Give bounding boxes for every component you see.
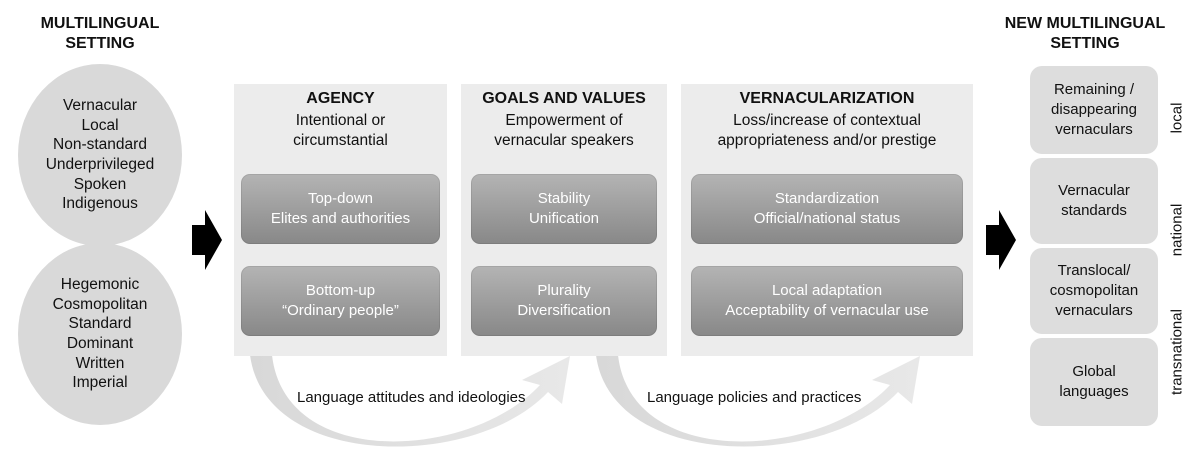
- pill-line: Local adaptation: [771, 282, 883, 299]
- circle-bottom-line: Written: [75, 354, 125, 372]
- pill-top-down: Top-down Elites and authorities: [241, 174, 440, 244]
- circle-top-line: Spoken: [73, 175, 127, 193]
- box-line: vernaculars: [1055, 302, 1133, 319]
- circle-hegemonic: Hegemonic Cosmopolitan Standard Dominant…: [18, 243, 182, 425]
- pill-line: Unification: [528, 210, 600, 227]
- pill-line: Official/national status: [753, 210, 901, 227]
- block-arrow-right: [986, 210, 1016, 270]
- pill-local-adaptation: Local adaptation Acceptability of vernac…: [691, 266, 963, 336]
- panel-title: VERNACULARIZATION: [739, 90, 915, 107]
- circle-bottom-line: Cosmopolitan: [52, 295, 148, 313]
- panel-goals-values: GOALS AND VALUES Empowerment of vernacul…: [461, 84, 667, 356]
- panel-subtitle-line: Loss/increase of contextual: [733, 112, 921, 129]
- box-line: Remaining /: [1053, 81, 1135, 98]
- box-line: vernaculars: [1055, 121, 1133, 138]
- pill-plurality: Plurality Diversification: [471, 266, 657, 336]
- curved-arrow-2: [596, 355, 920, 447]
- pill-standardization: Standardization Official/national status: [691, 174, 963, 244]
- left-heading-line-2: SETTING: [65, 35, 135, 52]
- new-setting-box-translocal: Translocal/ cosmopolitan vernaculars: [1030, 248, 1158, 334]
- pill-line: “Ordinary people”: [282, 302, 399, 319]
- circle-top-line: Local: [81, 116, 119, 134]
- pill-line: Stability: [537, 190, 591, 207]
- curved-arrow-1: [250, 355, 570, 447]
- panel-subtitle: Loss/increase of contextual appropriaten…: [681, 111, 973, 151]
- panel-subtitle-line: circumstantial: [293, 132, 388, 149]
- new-setting-box-standards: Vernacular standards: [1030, 158, 1158, 244]
- circle-top-line: Non-standard: [53, 136, 147, 154]
- pill-line: Diversification: [517, 302, 611, 319]
- panel-vernacularization: VERNACULARIZATION Loss/increase of conte…: [681, 84, 973, 356]
- box-line: Global: [1072, 363, 1116, 380]
- left-heading: MULTILINGUAL SETTING: [20, 14, 180, 54]
- pill-line: Standardization: [774, 190, 880, 207]
- panel-subtitle-line: vernacular speakers: [494, 132, 634, 149]
- box-line: standards: [1061, 202, 1127, 219]
- circle-bottom-line: Standard: [68, 315, 132, 333]
- panel-subtitle-line: appropriateness and/or prestige: [717, 132, 937, 149]
- panel-title: GOALS AND VALUES: [482, 90, 646, 107]
- scale-label-local: local: [1168, 102, 1186, 134]
- new-setting-box-remaining: Remaining / disappearing vernaculars: [1030, 66, 1158, 154]
- scale-label-national: national: [1168, 203, 1186, 257]
- pill-line: Plurality: [537, 282, 591, 299]
- circle-bottom-line: Dominant: [66, 335, 134, 352]
- pill-line: Bottom-up: [305, 282, 376, 299]
- block-arrow-left: [192, 210, 222, 270]
- curve-label-policies: Language policies and practices: [647, 389, 862, 406]
- panel-title: AGENCY: [306, 90, 375, 107]
- box-line: cosmopolitan: [1049, 282, 1139, 299]
- pill-bottom-up: Bottom-up “Ordinary people”: [241, 266, 440, 336]
- pill-stability: Stability Unification: [471, 174, 657, 244]
- box-line: Translocal/: [1057, 262, 1131, 279]
- circle-bottom-line: Imperial: [72, 374, 128, 392]
- right-heading-line-1: NEW MULTILINGUAL: [1004, 15, 1166, 32]
- panel-subtitle: Empowerment of vernacular speakers: [461, 111, 667, 151]
- circle-bottom-line: Hegemonic: [60, 276, 140, 294]
- panel-subtitle: Intentional or circumstantial: [234, 111, 447, 151]
- new-setting-box-global: Global languages: [1030, 338, 1158, 426]
- box-line: disappearing: [1051, 101, 1137, 118]
- circle-top-line: Vernacular: [62, 97, 138, 115]
- circle-vernacular: Vernacular Local Non-standard Underprivi…: [18, 64, 182, 246]
- curve-label-attitudes: Language attitudes and ideologies: [297, 389, 526, 406]
- right-heading-line-2: SETTING: [1050, 35, 1120, 52]
- panel-subtitle-line: Empowerment of: [505, 112, 623, 129]
- circle-top-line: Underprivileged: [45, 156, 155, 173]
- right-heading: NEW MULTILINGUAL SETTING: [985, 14, 1185, 54]
- left-heading-line-1: MULTILINGUAL: [40, 15, 160, 32]
- box-line: languages: [1059, 383, 1129, 400]
- pill-line: Acceptability of vernacular use: [725, 302, 929, 319]
- panel-subtitle-line: Intentional or: [295, 112, 386, 129]
- scale-label-transnational: transnational: [1168, 309, 1186, 395]
- circle-top-line: Indigenous: [62, 195, 138, 213]
- pill-line: Top-down: [307, 190, 374, 207]
- box-line: Vernacular: [1058, 182, 1130, 199]
- pill-line: Elites and authorities: [270, 210, 411, 227]
- panel-agency: AGENCY Intentional or circumstantial Top…: [234, 84, 447, 356]
